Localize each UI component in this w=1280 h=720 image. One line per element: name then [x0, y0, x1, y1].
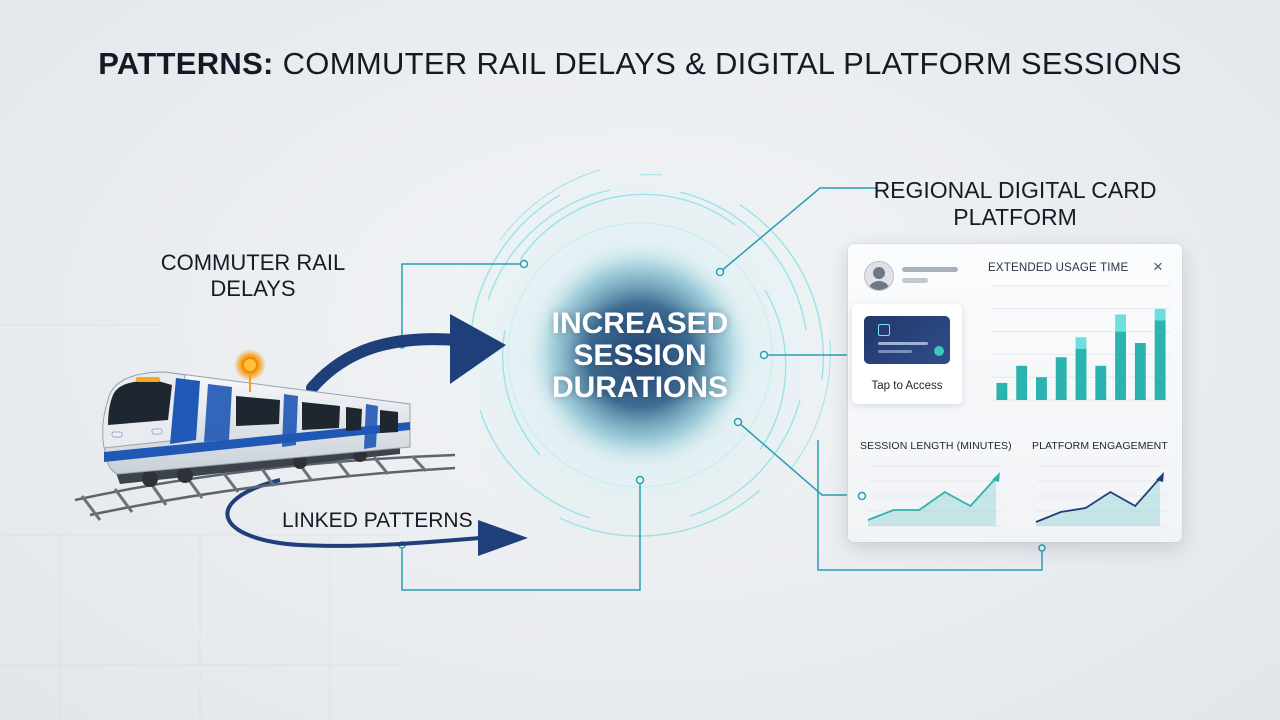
card-line-short — [878, 350, 912, 353]
dashboard-card: EXTENDED USAGE TIME × Tap to Access SESS… — [848, 244, 1182, 542]
arrow-linked-patterns — [225, 478, 528, 556]
arrow-rail-to-hub — [306, 314, 506, 394]
usage-bar-extension — [1115, 314, 1126, 332]
card-chip-icon — [878, 324, 890, 336]
usage-bar — [1095, 365, 1107, 400]
session-line — [867, 477, 997, 521]
usage-bar — [1115, 331, 1126, 400]
engagement-chart — [1035, 465, 1166, 527]
usage-bar — [1134, 343, 1146, 400]
usage-bar — [1016, 365, 1028, 400]
session-marker — [857, 491, 867, 501]
train-illustration — [74, 349, 456, 521]
tap-to-access-label: Tap to Access — [871, 380, 943, 392]
usage-bar-extension — [1154, 308, 1166, 321]
avatar[interactable] — [864, 261, 894, 291]
hub-label: INCREASED SESSION DURATIONS — [520, 307, 760, 405]
card-line — [878, 342, 928, 345]
usage-bar-chart — [992, 285, 1170, 401]
session-length-chart — [857, 465, 1002, 527]
page-title: PATTERNS: COMMUTER RAIL DELAYS & DIGITAL… — [0, 46, 1280, 82]
usage-bar — [1154, 320, 1166, 400]
platform-label: REGIONAL DIGITAL CARD PLATFORM — [873, 177, 1157, 231]
session-arrowhead — [992, 472, 1000, 482]
hub-line-2: SESSION — [573, 339, 707, 373]
usage-bar — [1036, 377, 1047, 400]
background-grid — [0, 324, 400, 720]
usage-chart-title: EXTENDED USAGE TIME — [988, 262, 1129, 274]
usage-bar-extension — [1075, 337, 1087, 349]
header-placeholder-line — [902, 267, 958, 272]
close-icon[interactable]: × — [1153, 257, 1163, 276]
dashboard-header: EXTENDED USAGE TIME × — [848, 244, 1182, 294]
dashboard-charts — [857, 285, 1170, 527]
hub-line-1: INCREASED — [551, 307, 729, 340]
usage-bar — [1055, 357, 1067, 400]
engagement-arrowhead — [1156, 472, 1164, 482]
usage-bar — [1075, 348, 1087, 400]
card-graphic — [864, 316, 950, 364]
rail-delays-label: COMMUTER RAIL DELAYS — [160, 250, 346, 301]
session-chart-title: SESSION LENGTH (MINUTES) — [860, 440, 1012, 452]
engagement-chart-title: PLATFORM ENGAGEMENT — [1032, 440, 1168, 452]
hub-line-3: DURATIONS — [551, 371, 729, 405]
engagement-area — [1036, 478, 1160, 526]
linked-patterns-label: LINKED PATTERNS — [282, 509, 473, 532]
engagement-line — [1035, 477, 1161, 523]
usage-bar — [996, 382, 1008, 400]
access-card-tile[interactable]: Tap to Access — [852, 304, 962, 404]
card-check-icon — [934, 346, 944, 356]
title-strong: PATTERNS: — [98, 46, 274, 81]
header-placeholder-line-short — [902, 278, 928, 283]
title-rest: COMMUTER RAIL DELAYS & DIGITAL PLATFORM … — [273, 46, 1182, 81]
connectors — [401, 187, 1043, 591]
